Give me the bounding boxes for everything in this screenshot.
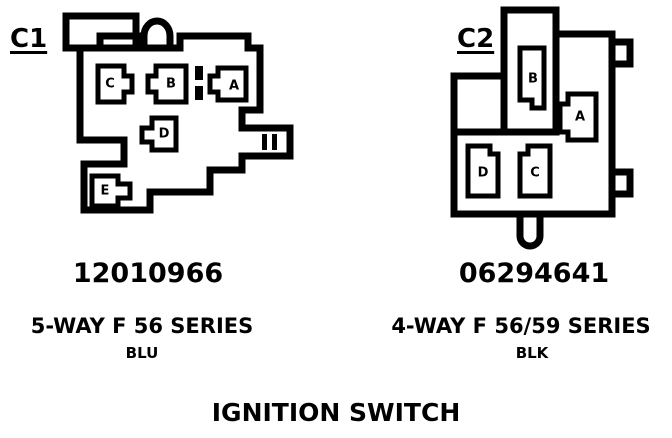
c1-housing-outline — [76, 32, 294, 214]
c1-cavity-e-label: E — [101, 184, 110, 199]
c2-cavity-d-label: D — [478, 166, 489, 181]
c1-top-tab — [62, 12, 140, 52]
c1-key-lower — [195, 86, 203, 100]
connector-c2-color: BLK — [515, 344, 549, 362]
c2-cavity-a — [557, 91, 599, 143]
c1-cavity-a — [207, 65, 249, 103]
c1-cavity-e — [89, 173, 133, 209]
c1-key-upper — [195, 66, 203, 80]
c2-cavity-d — [465, 143, 501, 199]
c1-cavity-b — [145, 63, 189, 105]
diagram-title: IGNITION SWITCH — [211, 398, 461, 427]
c2-cavity-b-label: B — [528, 72, 538, 87]
connector-c2-label: C2 — [457, 24, 495, 54]
c1-latch-dome — [140, 17, 174, 52]
connector-c2-series: 4-WAY F 56/59 SERIES — [391, 314, 651, 338]
connector-c1-part-number: 12010966 — [72, 258, 224, 289]
connector-c1-series: 5-WAY F 56 SERIES — [30, 314, 254, 338]
connector-c1-color: BLU — [125, 344, 159, 362]
c1-cavity-a-label: A — [229, 79, 239, 94]
connector-c2-part-number: 06294641 — [458, 258, 610, 289]
c2-cavity-c-label: C — [530, 166, 540, 181]
c2-inner-divider — [450, 30, 560, 136]
c1-cavity-c-label: C — [105, 77, 115, 92]
c2-cavity-c — [517, 143, 553, 199]
c1-cavity-b-label: B — [166, 77, 176, 92]
c1-cavity-c — [95, 63, 135, 105]
c2-bottom-dome — [516, 210, 544, 250]
c2-latch-lower — [608, 168, 634, 198]
c1-cavity-d-label: D — [159, 127, 170, 142]
c2-cavity-b — [517, 45, 547, 111]
connector-c1-label: C1 — [10, 24, 48, 54]
c1-cavity-d — [139, 115, 179, 153]
c1-rib-2 — [272, 134, 277, 150]
c1-rib-1 — [262, 134, 267, 150]
c2-latch-upper — [608, 38, 634, 68]
c2-cavity-a-label: A — [575, 110, 585, 125]
